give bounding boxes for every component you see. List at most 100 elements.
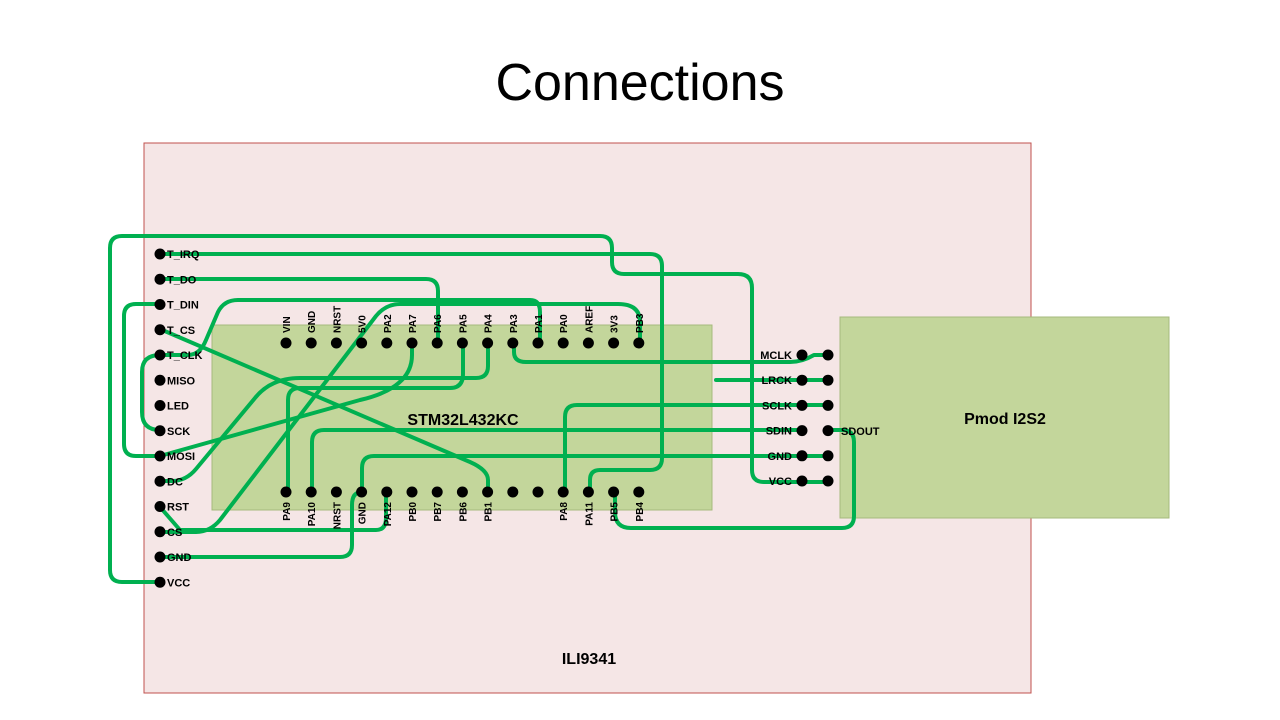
display-pin-cs: [154, 526, 166, 538]
mcu-bottom-pin-unlabeled-9: [507, 486, 519, 498]
mcu-top-pin-label-pa5: PA5: [458, 314, 469, 333]
mcu-bottom-pin-label-pa10: PA10: [307, 502, 318, 527]
pmod-right-pin-lrck: [822, 374, 834, 386]
mcu-top-pin-label-pa3: PA3: [509, 314, 520, 333]
display-pin-label-dc: DC: [167, 476, 183, 488]
display-pin-label-t-cs: T_CS: [167, 325, 195, 337]
mcu-top-pin-label-5v0: 5V0: [358, 315, 369, 333]
wire-t-din: [122, 302, 162, 458]
mcu-top-pin-label-pa6: PA6: [433, 314, 444, 333]
pmod-pin-label-sdin: SDIN: [766, 426, 792, 438]
mcu-top-pin-pa2: [381, 337, 393, 349]
mcu-top-pin-label-pa2: PA2: [383, 314, 394, 333]
mcu-bottom-pin-label-pb4: PB4: [635, 502, 646, 522]
display-pin-group: T_IRQT_DOT_DINT_CST_CLKMISOLEDSCKMOSIDCR…: [154, 248, 203, 589]
mcu-top-pin-pb3: [633, 337, 645, 349]
display-pin-label-t-din: T_DIN: [167, 300, 199, 312]
display-pin-led: [154, 400, 166, 411]
mcu-top-pin-gnd: [305, 337, 317, 349]
mcu-bottom-pin-pb0: [406, 486, 418, 498]
mcu-top-pin-label-pa1: PA1: [534, 314, 545, 333]
mcu-top-pin-label-pb3: PB3: [635, 313, 646, 333]
mcu-top-pin-label-gnd: GND: [307, 311, 318, 333]
mcu-bottom-pin-pb6: [456, 486, 468, 498]
display-pin-t-do: [154, 273, 166, 285]
pmod-board: [839, 316, 1170, 519]
pmod-left-pin-gnd: [796, 450, 808, 462]
pmod-right-pin-mclk: [822, 349, 834, 361]
mcu-bottom-pin-pb4: [633, 486, 645, 498]
pmod-left-pin-vcc: [796, 475, 808, 487]
pmod-pin-label-sclk: SCLK: [762, 400, 792, 412]
pmod-board-label: Pmod I2S2: [964, 411, 1046, 428]
mcu-top-pin-5v0: [356, 337, 368, 349]
mcu-bottom-pin-pa10: [305, 486, 317, 498]
display-pin-label-mosi: MOSI: [167, 451, 195, 463]
mcu-bottom-pin-pb5: [608, 486, 620, 498]
mcu-top-pin-pa6: [431, 337, 443, 349]
wire-pa5-pa9: [286, 340, 465, 494]
display-pin-t-clk: [154, 349, 166, 361]
mcu-top-pin-pa5: [456, 337, 468, 349]
mcu-top-pin-pa3: [507, 337, 519, 349]
wire-mosi: [158, 340, 414, 458]
wire-group: [108, 234, 856, 584]
wire-pa10-sdin: [310, 428, 804, 494]
display-pin-sck: [154, 425, 166, 437]
pmod-pin-label-vcc: VCC: [769, 476, 792, 488]
mcu-bottom-pin-label-pa12: PA12: [383, 502, 394, 527]
mcu-top-pin-pa4: [482, 337, 494, 349]
display-pin-gnd: [154, 551, 166, 563]
mcu-bottom-pin-gnd: [356, 486, 368, 498]
mcu-top-pin-label-aref: AREF: [584, 306, 595, 333]
mcu-top-pin-vin: [280, 337, 292, 349]
display-pin-label-t-clk: T_CLK: [167, 350, 203, 362]
mcu-top-pin-label-pa4: PA4: [484, 314, 495, 333]
wire-t-irq: [158, 252, 664, 494]
mcu-bottom-pin-label-pa11: PA11: [584, 502, 595, 526]
mcu-bottom-pin-label-gnd: GND: [358, 502, 369, 524]
wire-pa8-sclk: [563, 403, 830, 494]
pmod-pin-label-sdout: SDOUT: [841, 426, 880, 438]
mcu-bottom-pin-label-pb0: PB0: [408, 502, 419, 522]
pmod-right-pin-vcc: [822, 475, 834, 487]
pmod-left-pin-mclk: [796, 349, 808, 361]
display-board-label: ILI9341: [562, 651, 616, 668]
pmod-pin-label-mclk: MCLK: [760, 350, 792, 362]
pmod-right-pin-sclk: [822, 399, 834, 411]
mcu-bottom-pin-pa8: [557, 486, 569, 498]
display-pin-label-rst: RST: [167, 502, 189, 514]
mcu-top-pin-label-pa0: PA0: [559, 314, 570, 333]
mcu-bottom-pin-pb7: [431, 486, 443, 498]
pmod-pin-label-lrck: LRCK: [761, 375, 792, 387]
mcu-top-pin-3v3: [608, 337, 620, 349]
wire-pa3-mclk: [512, 340, 830, 364]
display-pin-t-din: [154, 299, 166, 310]
display-pin-label-led: LED: [167, 401, 189, 413]
wire-pa12: [158, 490, 388, 532]
wire-t-cs: [158, 327, 490, 494]
wire-t-do: [158, 277, 440, 344]
mcu-top-pin-nrst: [330, 337, 342, 349]
wire-sck: [140, 353, 162, 432]
mcu-top-pin-pa0: [557, 337, 569, 349]
pmod-right-pin-sdin: [822, 425, 834, 437]
mcu-bottom-pin-label-pb6: PB6: [458, 502, 469, 522]
display-pin-t-irq: [154, 248, 166, 260]
mcu-bottom-pin-label-pa9: PA9: [282, 502, 293, 521]
mcu-bottom-pin-label-pb7: PB7: [433, 502, 444, 522]
pmod-left-pin-sclk: [796, 399, 808, 411]
mcu-board-label: STM32L432KC: [407, 412, 519, 429]
mcu-top-pin-label-pa7: PA7: [408, 314, 419, 333]
display-pin-label-t-do: T_DO: [167, 274, 197, 286]
mcu-bottom-pin-unlabeled-10: [532, 486, 544, 498]
display-pin-label-miso: MISO: [167, 375, 196, 387]
mcu-bottom-pin-pa9: [280, 486, 292, 498]
display-pin-label-gnd: GND: [167, 552, 192, 564]
mcu-bottom-pin-nrst: [330, 486, 342, 498]
wire-dc: [158, 340, 490, 483]
